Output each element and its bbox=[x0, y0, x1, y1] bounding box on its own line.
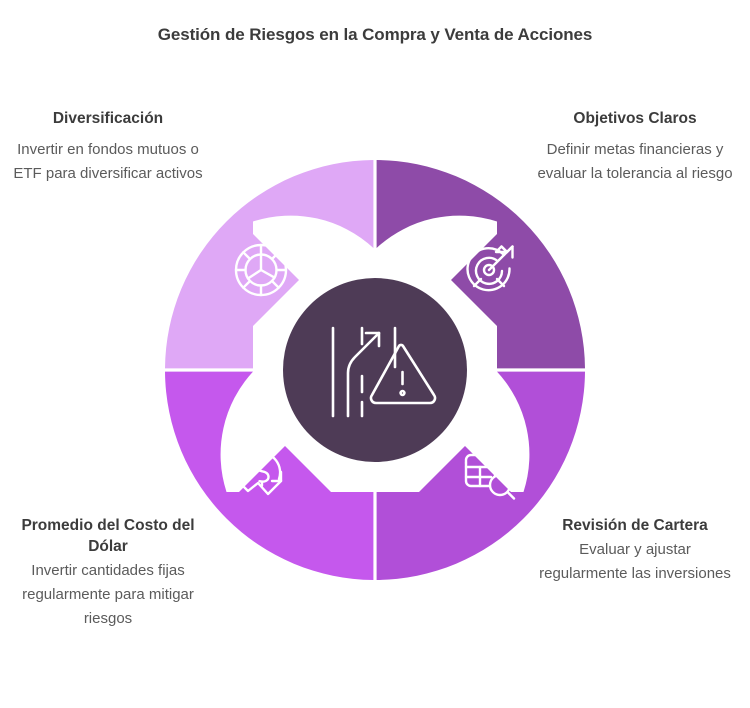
donut-diagram bbox=[165, 145, 585, 595]
center-hub[interactable] bbox=[283, 278, 467, 462]
target-arrow-icon bbox=[466, 245, 514, 292]
donut-svg bbox=[165, 160, 585, 580]
segment-promedio-costo-dolar[interactable] bbox=[165, 371, 374, 580]
segment-body-promedio: Invertir cantidades fijas regularmente p… bbox=[22, 562, 194, 627]
dollar-declining-arrow-icon bbox=[232, 451, 283, 496]
segment-body-objetivos: Definir metas financieras y evaluar la t… bbox=[537, 141, 733, 182]
label-block-promedio-costo-dolar: Promedio del Costo del Dólar Invertir ca… bbox=[8, 515, 208, 631]
segment-diversificacion[interactable] bbox=[165, 160, 374, 369]
segment-arc-diversificacion bbox=[165, 160, 374, 369]
segment-heading-diversificacion: Diversificación bbox=[52, 110, 164, 127]
segmented-pie-chart-icon bbox=[234, 243, 288, 297]
segment-body-diversificacion: Invertir en fondos mutuos o ETF para div… bbox=[13, 141, 203, 182]
segment-heading-revision: Revisión de Cartera bbox=[562, 517, 708, 534]
page-title: Gestión de Riesgos en la Compra y Venta … bbox=[157, 25, 593, 44]
segment-heading-promedio: Promedio del Costo del Dólar bbox=[21, 517, 195, 555]
segment-revision-cartera[interactable] bbox=[376, 371, 585, 580]
label-block-objetivos-claros: Objetivos Claros Definir metas financier… bbox=[535, 108, 735, 186]
label-block-diversificacion: Diversificación Invertir en fondos mutuo… bbox=[8, 108, 208, 186]
center-circle bbox=[283, 278, 467, 462]
road-diverging-arrow-warning-icon bbox=[331, 326, 437, 418]
segment-objetivos-claros[interactable] bbox=[376, 160, 585, 369]
segment-arc-objetivos bbox=[376, 160, 585, 369]
segment-body-revision: Evaluar y ajustar regularmente las inver… bbox=[539, 541, 731, 582]
label-block-revision-cartera: Revisión de Cartera Evaluar y ajustar re… bbox=[535, 515, 735, 586]
table-magnifier-icon bbox=[464, 453, 516, 500]
segment-heading-objetivos: Objetivos Claros bbox=[573, 110, 697, 127]
